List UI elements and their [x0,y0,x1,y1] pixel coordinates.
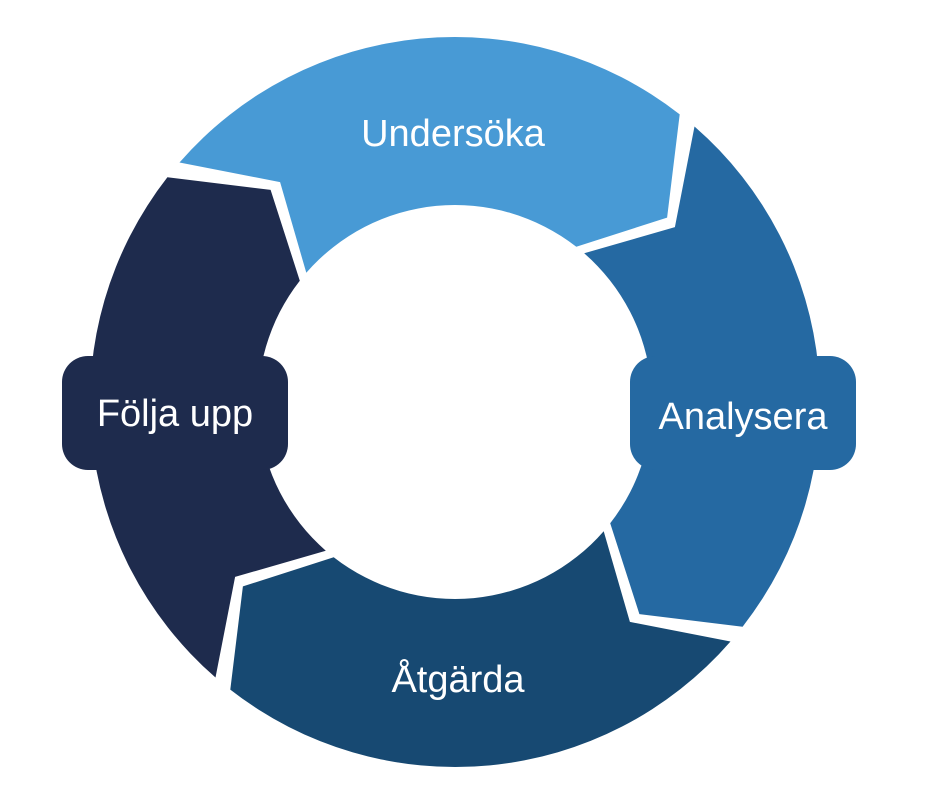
tab-analysera [630,356,856,470]
segment-undersoka [179,36,680,273]
segment-labels: Undersöka Analysera Åtgärda Följa upp [97,113,829,701]
label-tabs [62,356,856,470]
segment-atgarda [230,531,731,768]
tab-folja-upp [62,356,288,470]
segment-label-undersoka: Undersöka [361,113,546,155]
segment-label-atgarda: Åtgärda [391,657,525,701]
segment-label-analysera: Analysera [659,396,829,438]
segment-label-folja-upp: Följa upp [97,393,253,435]
